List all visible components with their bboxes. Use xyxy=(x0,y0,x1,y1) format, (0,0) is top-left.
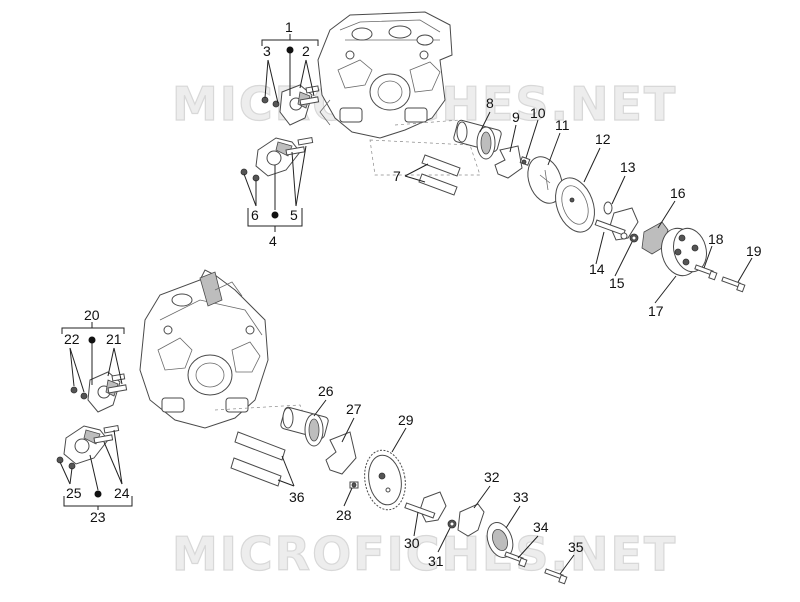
callout-18: 18 xyxy=(708,231,724,247)
callout-8: 8 xyxy=(486,95,494,111)
cylinder-head-top xyxy=(317,11,453,139)
callout-35: 35 xyxy=(568,539,584,555)
callout-25: 25 xyxy=(66,485,82,501)
callout-15: 15 xyxy=(609,275,625,291)
cylinder-head-bottom xyxy=(139,269,269,429)
callout-7: 7 xyxy=(393,168,401,184)
callout-26: 26 xyxy=(318,383,334,399)
assembly-outline-top xyxy=(369,139,481,176)
watermark-bottom: MICROFICHES.NET xyxy=(172,527,677,581)
callout-11: 11 xyxy=(555,117,570,133)
gear-disc-12 xyxy=(555,177,595,233)
callout-22: 22 xyxy=(64,331,80,347)
callout-9: 9 xyxy=(512,109,520,125)
small-nuts-top xyxy=(240,96,280,182)
callout-27: 27 xyxy=(346,401,362,417)
callout-12: 12 xyxy=(595,131,611,147)
callout-10: 10 xyxy=(530,105,546,121)
callout-33: 33 xyxy=(513,489,529,505)
callout-13: 13 xyxy=(620,159,636,175)
bolt-34 xyxy=(504,551,528,568)
sprocket-29 xyxy=(364,449,406,511)
weight-32 xyxy=(457,503,485,537)
screw-28 xyxy=(349,481,359,489)
callout-3: 3 xyxy=(263,43,271,59)
callout-4: 4 xyxy=(269,233,277,249)
bracket-dots xyxy=(88,46,294,498)
callout-labels: 1 2 3 4 5 6 7 8 9 10 11 12 13 14 15 16 1… xyxy=(64,19,762,569)
callout-34: 34 xyxy=(533,519,549,535)
callout-2: 2 xyxy=(302,43,310,59)
callout-6: 6 xyxy=(251,207,259,223)
camshaft-8 xyxy=(453,119,502,160)
callout-14: 14 xyxy=(589,261,605,277)
shaft-pair-36 xyxy=(230,431,286,487)
callout-1: 1 xyxy=(285,19,293,35)
pulley-17 xyxy=(661,227,707,277)
callout-5: 5 xyxy=(290,207,298,223)
callout-17: 17 xyxy=(648,303,664,319)
disc-33 xyxy=(486,522,514,558)
rocker-arm-upper-1 xyxy=(279,84,320,126)
spring-15 xyxy=(629,233,639,243)
decompressor-30 xyxy=(404,491,447,523)
rocker-arm-upper-2 xyxy=(87,371,128,413)
callout-30: 30 xyxy=(404,535,420,551)
callout-31: 31 xyxy=(428,553,444,569)
callout-29: 29 xyxy=(398,412,414,428)
bolt-35 xyxy=(544,568,568,585)
bolt-18 xyxy=(694,264,718,281)
callout-20: 20 xyxy=(84,307,100,323)
callout-24: 24 xyxy=(114,485,130,501)
callout-32: 32 xyxy=(484,469,500,485)
washer-13 xyxy=(603,201,613,215)
callout-21: 21 xyxy=(106,331,122,347)
rocker-arm-lower-1 xyxy=(255,136,314,177)
rocker-arm-lower-2 xyxy=(63,424,120,465)
callout-19: 19 xyxy=(746,243,762,259)
camshaft-26 xyxy=(280,406,329,447)
bolt-19 xyxy=(721,276,746,293)
screw-10 xyxy=(519,156,531,166)
plate-27 xyxy=(325,431,357,475)
callout-16: 16 xyxy=(670,185,686,201)
disc-11 xyxy=(527,156,563,204)
spring-31 xyxy=(447,519,457,529)
leader-lines xyxy=(59,34,753,575)
callout-36: 36 xyxy=(289,489,305,505)
shaft-pair-7 xyxy=(418,154,461,196)
plate-9 xyxy=(494,145,523,179)
callout-28: 28 xyxy=(336,507,352,523)
decompressor-14 xyxy=(594,207,639,241)
callout-23: 23 xyxy=(90,509,106,525)
